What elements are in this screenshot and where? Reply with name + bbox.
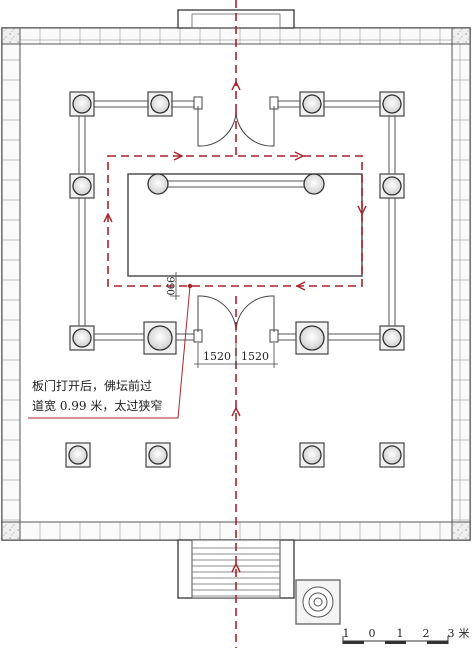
column-base [69, 91, 95, 117]
scale-unit: 米 [459, 627, 470, 640]
scale-tick-2: 1 [397, 627, 404, 640]
annotation-line-1: 板门打开后，佛坛前过 [32, 378, 152, 393]
column-base [145, 442, 171, 468]
scale-bar: 1 0 1 2 3 米 [342, 627, 470, 644]
clearance-dimension: 990 [164, 272, 180, 300]
incense-burner [295, 579, 341, 625]
annotation-line-2: 道宽 0.99 米，太过狭窄 [32, 398, 162, 413]
column-base [69, 173, 95, 199]
scale-tick-3: 2 [423, 627, 430, 640]
scale-tick-4: 3 [448, 627, 455, 640]
door-width-left-label: 1520 [203, 350, 231, 363]
column-base [143, 321, 177, 355]
route-arrows [103, 80, 367, 573]
door-width-dimensions: 1520 1520 [194, 343, 278, 368]
column-base [299, 91, 325, 117]
column-base [379, 442, 405, 468]
column-base [379, 91, 405, 117]
statue-pedestal [303, 173, 325, 195]
scale-tick-1: 0 [369, 627, 376, 640]
door-width-right-label: 1520 [241, 350, 269, 363]
clearance-label: 990 [164, 276, 175, 295]
column-base [147, 91, 173, 117]
column-base [69, 325, 95, 351]
column-base [379, 325, 405, 351]
column-base [379, 173, 405, 199]
scale-tick-0: 1 [343, 627, 350, 640]
annotation-leader [28, 285, 191, 419]
column-base [299, 442, 325, 468]
column-base [65, 442, 91, 468]
statue-pedestal [147, 173, 169, 195]
buddha-altar [127, 173, 363, 277]
columns [65, 91, 405, 468]
annotation-box: 板门打开后，佛坛前过 道宽 0.99 米，太过狭窄 [30, 374, 176, 416]
column-base [295, 321, 329, 355]
